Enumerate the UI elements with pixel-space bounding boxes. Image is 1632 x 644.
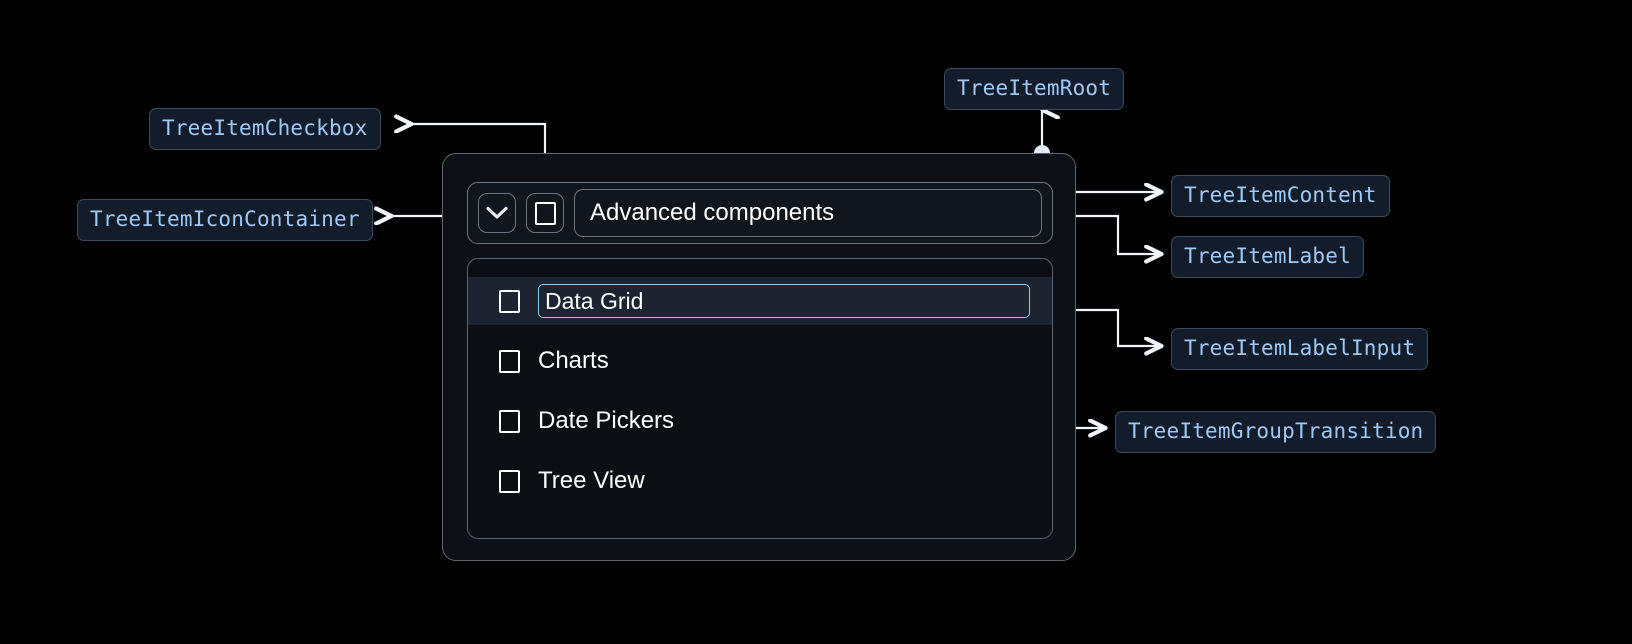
annotation-chip-tree-item-group-transition: TreeItemGroupTransition <box>1115 411 1437 453</box>
checkbox-unchecked-icon[interactable] <box>499 289 520 313</box>
checkbox-unchecked-icon[interactable] <box>499 409 520 433</box>
tree-item-checkbox[interactable] <box>526 193 564 233</box>
row-spacer <box>468 385 1052 397</box>
tree-child-row-tree-view[interactable]: Tree View <box>468 457 1052 505</box>
tree-item-icon-container[interactable] <box>478 193 516 233</box>
annotation-chip-tree-item-label: TreeItemLabel <box>1171 236 1364 278</box>
tree-child-label: Charts <box>538 347 609 374</box>
tree-item-label[interactable]: Advanced components <box>574 189 1042 237</box>
tree-item-root[interactable]: Advanced components Charts Date Pickers <box>442 153 1076 561</box>
tree-child-row-data-grid[interactable] <box>468 277 1052 325</box>
checkbox-unchecked-icon <box>534 201 556 225</box>
row-spacer <box>468 445 1052 457</box>
chevron-down-icon <box>486 206 508 220</box>
checkbox-unchecked-icon[interactable] <box>499 469 520 493</box>
tree-item-label-text: Advanced components <box>590 199 835 226</box>
tree-item-label-input[interactable] <box>538 284 1030 318</box>
annotation-chip-tree-item-checkbox: TreeItemCheckbox <box>149 108 381 150</box>
tree-item-content[interactable]: Advanced components <box>467 182 1053 244</box>
annotation-chip-tree-item-root: TreeItemRoot <box>944 68 1125 110</box>
row-spacer <box>468 325 1052 337</box>
checkbox-unchecked-icon[interactable] <box>499 349 520 373</box>
tree-item-group-transition: Charts Date Pickers Tree View <box>467 258 1053 539</box>
tree-child-row-date-pickers[interactable]: Date Pickers <box>468 397 1052 445</box>
tree-child-label: Date Pickers <box>538 407 675 434</box>
tree-child-row-charts[interactable]: Charts <box>468 337 1052 385</box>
annotation-chip-tree-item-icon-container: TreeItemIconContainer <box>77 199 373 241</box>
tree-child-label: Tree View <box>538 467 645 494</box>
annotation-chip-tree-item-label-input: TreeItemLabelInput <box>1171 328 1429 370</box>
annotation-chip-tree-item-content: TreeItemContent <box>1171 175 1390 217</box>
